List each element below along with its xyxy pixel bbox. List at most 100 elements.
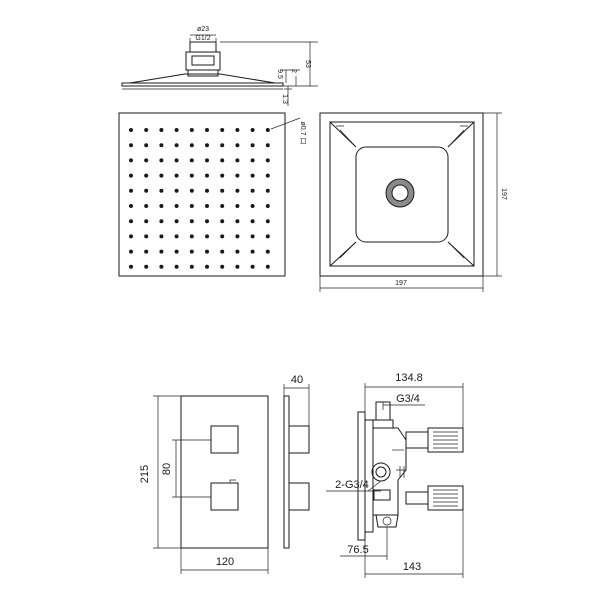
nozzle-hole bbox=[205, 158, 209, 163]
nozzle-hole bbox=[265, 219, 270, 224]
nozzle-hole bbox=[250, 234, 255, 239]
nozzle-hole bbox=[189, 143, 194, 148]
lower-cartridge bbox=[427, 485, 464, 511]
thread-nut bbox=[189, 41, 217, 53]
nozzle-leader-line bbox=[270, 117, 301, 130]
side-upper-button bbox=[288, 425, 310, 454]
body-mounting-plate bbox=[357, 411, 366, 541]
nozzle-hole bbox=[220, 128, 225, 132]
nozzle-hole bbox=[205, 264, 209, 269]
nozzle-hole bbox=[159, 219, 164, 224]
nozzle-hole bbox=[159, 143, 164, 148]
nozzle-hole bbox=[189, 188, 194, 193]
nozzle-hole bbox=[250, 204, 255, 208]
nozzle-hole bbox=[235, 188, 240, 193]
nozzle-hole bbox=[205, 173, 209, 178]
nozzle-hole bbox=[144, 249, 149, 254]
plate-width-label: 120 bbox=[216, 556, 234, 568]
nozzle-hole bbox=[220, 204, 225, 208]
nozzle-hole bbox=[250, 143, 255, 148]
outlet-fitting-lower bbox=[373, 489, 391, 501]
nozzle-hole bbox=[159, 204, 164, 208]
inlet-thread-label: G3/4 bbox=[396, 393, 420, 405]
nozzle-hole bbox=[235, 143, 240, 148]
nozzle-hole bbox=[265, 158, 270, 163]
nozzle-hole bbox=[205, 249, 209, 254]
nozzle-hole bbox=[220, 158, 225, 163]
nozzle-hole bbox=[144, 143, 149, 148]
nozzle-hole bbox=[250, 158, 255, 163]
neck-dimension-label: 9.5 bbox=[276, 69, 283, 79]
upper-cartridge-neck bbox=[405, 431, 429, 449]
nozzle-hole bbox=[159, 234, 164, 239]
nozzle-hole bbox=[235, 219, 240, 224]
shower-head-nozzle-view: ø0.7 口 bbox=[118, 112, 307, 277]
nozzle-hole bbox=[129, 234, 133, 239]
nozzle-hole bbox=[159, 128, 164, 132]
nozzle-hole bbox=[144, 128, 149, 132]
nozzle-hole bbox=[144, 188, 149, 193]
nozzle-hole bbox=[174, 128, 179, 132]
nozzle-hole bbox=[159, 264, 164, 269]
valve-side-view: 40 bbox=[283, 374, 310, 549]
nozzle-hole bbox=[174, 173, 179, 178]
nozzle-hole bbox=[265, 204, 270, 208]
nozzle-plate-outline bbox=[118, 112, 286, 277]
nozzle-hole bbox=[265, 143, 270, 148]
valve-main-body bbox=[372, 427, 407, 516]
valve-body-view: 134.8 G3/4 2-G3/4 76.5 143 bbox=[326, 372, 464, 578]
body-frame bbox=[364, 419, 374, 533]
nozzle-hole bbox=[159, 173, 164, 178]
nozzle-hole bbox=[220, 249, 225, 254]
nozzle-hole bbox=[220, 173, 225, 178]
nozzle-hole bbox=[189, 204, 194, 208]
nozzle-hole bbox=[220, 143, 225, 148]
nozzle-hole bbox=[205, 143, 209, 148]
depth-label: 40 bbox=[291, 374, 303, 386]
top-inlet-nut bbox=[372, 419, 394, 429]
nozzle-hole bbox=[235, 264, 240, 269]
nozzle-hole bbox=[265, 249, 270, 254]
nozzle-hole bbox=[129, 173, 133, 178]
top-width-label: 197 bbox=[395, 280, 407, 287]
nozzle-hole bbox=[265, 264, 270, 269]
plate-dimension-label: 2 bbox=[290, 69, 297, 73]
button-spacing-label: 80 bbox=[161, 463, 173, 475]
top-height-label: 197 bbox=[500, 188, 507, 200]
nozzle-hole bbox=[189, 234, 194, 239]
nozzle-hole bbox=[235, 173, 240, 178]
nozzle-hole bbox=[189, 173, 194, 178]
side-lower-button bbox=[288, 482, 310, 511]
nozzle-hole bbox=[159, 249, 164, 254]
nozzle-hole bbox=[189, 264, 194, 269]
nozzle-hole bbox=[129, 158, 133, 163]
lower-control-button bbox=[210, 482, 239, 511]
nozzle-hole bbox=[235, 249, 240, 254]
nozzle-hole bbox=[159, 188, 164, 193]
nozzle-hole bbox=[189, 249, 194, 254]
nozzle-hole bbox=[235, 234, 240, 239]
nozzle-hole bbox=[129, 128, 133, 132]
nozzle-hole bbox=[235, 158, 240, 163]
nozzle-hole bbox=[250, 188, 255, 193]
nozzle-hole bbox=[144, 173, 149, 178]
nozzle-hole bbox=[220, 264, 225, 269]
lower-cartridge-neck bbox=[405, 491, 429, 505]
nozzle-hole bbox=[174, 188, 179, 193]
nozzle-hole bbox=[144, 234, 149, 239]
nozzle-hole bbox=[205, 188, 209, 193]
thread-label: G1/2 bbox=[195, 35, 210, 42]
nozzle-hole bbox=[205, 234, 209, 239]
nozzle-hole bbox=[129, 143, 133, 148]
nozzle-hole bbox=[144, 158, 149, 163]
nozzle-hole bbox=[129, 204, 133, 208]
shower-head-top-view: 197 197 bbox=[319, 112, 507, 292]
nozzle-hole bbox=[129, 188, 133, 193]
nozzle-hole bbox=[250, 264, 255, 269]
nozzle-hole bbox=[250, 128, 255, 132]
nozzle-hole bbox=[174, 219, 179, 224]
nozzle-hole bbox=[205, 219, 209, 224]
upper-cartridge bbox=[427, 427, 464, 453]
upper-control-button bbox=[210, 425, 239, 454]
